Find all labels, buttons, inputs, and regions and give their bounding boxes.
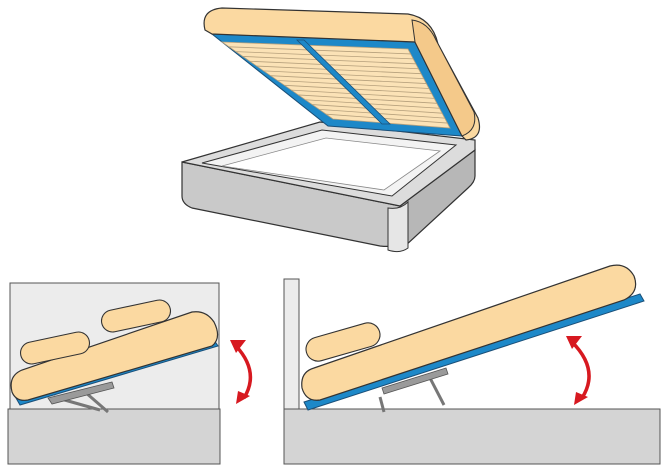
mattress-left xyxy=(10,311,219,401)
slat-line xyxy=(249,60,419,70)
slat-line xyxy=(263,70,424,80)
bed-lid-mattress xyxy=(203,7,481,141)
slat-line xyxy=(277,80,430,89)
bed-lid-center-bar xyxy=(296,39,391,125)
slat-line xyxy=(305,99,440,109)
bed-lid-slats xyxy=(220,41,451,129)
lift-scene-right xyxy=(283,264,661,465)
hinge-bracket-left xyxy=(47,381,115,405)
floor-base-right xyxy=(283,408,661,465)
pillow-left-1 xyxy=(19,331,91,365)
storage-bed-open xyxy=(181,7,481,253)
bed-frame-right xyxy=(303,293,645,411)
slat-line xyxy=(228,46,411,55)
hinge-bracket-right xyxy=(381,367,449,395)
lift-arrow-left xyxy=(230,340,253,404)
lift-arrow-right xyxy=(566,336,591,405)
pillow-left-2 xyxy=(100,299,172,333)
pillow-right xyxy=(305,322,381,362)
floor-base-left xyxy=(7,408,221,465)
bed-lid-mattress-edge xyxy=(411,19,476,137)
slat-line xyxy=(326,113,448,124)
mattress-right xyxy=(301,264,637,401)
gas-strut-right-b xyxy=(428,377,446,406)
lift-scene-left xyxy=(7,282,253,465)
gas-strut-left-b xyxy=(84,390,109,414)
headboard-post xyxy=(283,278,300,411)
slat-line xyxy=(298,94,437,104)
slat-line xyxy=(242,56,416,65)
slat-line xyxy=(235,51,414,60)
slat-line xyxy=(256,65,422,75)
gas-strut-right-a xyxy=(378,396,386,413)
slat-line xyxy=(270,75,427,84)
bed-base-corner xyxy=(387,200,409,253)
bed-storage-floor xyxy=(221,137,442,191)
slat-line xyxy=(284,84,432,94)
slat-line xyxy=(291,89,435,99)
slat-line xyxy=(312,104,443,114)
slat-line xyxy=(319,108,445,119)
bed-lid-slat-lines xyxy=(228,46,448,124)
